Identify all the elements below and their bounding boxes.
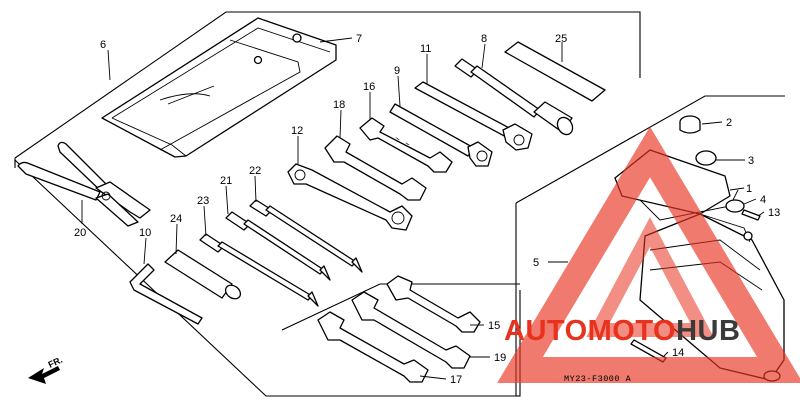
callout-9: 9	[394, 65, 400, 77]
strap	[504, 41, 606, 102]
screwdriver-23	[199, 233, 319, 307]
callout-8: 8	[481, 33, 487, 45]
callout-25: 25	[555, 33, 567, 45]
wrench-15	[386, 275, 481, 333]
callout-numbers: 6 7 8 25 11 9 16 18 12 22 21 23 24 10 20…	[74, 33, 780, 386]
screwdriver-22	[249, 199, 363, 273]
handle-bar	[414, 81, 533, 151]
spark-plug-wrench	[454, 58, 574, 136]
front-direction-arrow: FR.	[28, 355, 64, 384]
callout-7: 7	[356, 33, 362, 45]
callout-10: 10	[139, 227, 151, 239]
watermark-logo	[497, 126, 800, 383]
callout-2: 2	[726, 117, 732, 129]
screw-13	[741, 209, 761, 221]
screwdriver-handle	[164, 249, 242, 300]
callout-18: 18	[333, 99, 345, 111]
callout-16: 16	[363, 81, 375, 93]
tool-case	[101, 17, 337, 158]
direction-label: FR.	[47, 355, 64, 370]
callout-12: 12	[291, 125, 303, 137]
callout-24: 24	[170, 213, 182, 225]
figure-code: MY23-F3000 A	[564, 374, 632, 384]
callout-4: 4	[760, 194, 766, 206]
grommet	[725, 199, 745, 213]
callout-21: 21	[220, 175, 232, 187]
callout-15: 15	[488, 320, 500, 332]
callout-22: 22	[249, 165, 261, 177]
callout-5: 5	[533, 257, 539, 269]
callout-19: 19	[494, 352, 506, 364]
wrench-18	[324, 135, 427, 201]
callout-13: 13	[768, 207, 780, 219]
callout-17: 17	[450, 374, 462, 386]
wrench-9	[389, 103, 493, 167]
screwdriver-21	[225, 211, 331, 281]
pliers	[17, 141, 151, 227]
callout-1: 1	[746, 183, 752, 195]
callout-6: 6	[100, 39, 106, 51]
callout-20: 20	[74, 227, 86, 239]
wrench-19	[351, 291, 471, 369]
callout-11: 11	[420, 43, 431, 55]
reservoir-cap	[679, 115, 701, 134]
leader-lines	[81, 37, 765, 380]
wrench-17	[317, 311, 429, 383]
wrench-16: ~ ~	[359, 117, 453, 173]
callout-3: 3	[748, 155, 754, 167]
callout-23: 23	[197, 195, 209, 207]
callout-14: 14	[672, 347, 684, 359]
hex-wrench	[129, 263, 203, 325]
ring-wrench	[287, 163, 413, 231]
watermark-text: AUTOMOTOHUB	[504, 315, 740, 347]
